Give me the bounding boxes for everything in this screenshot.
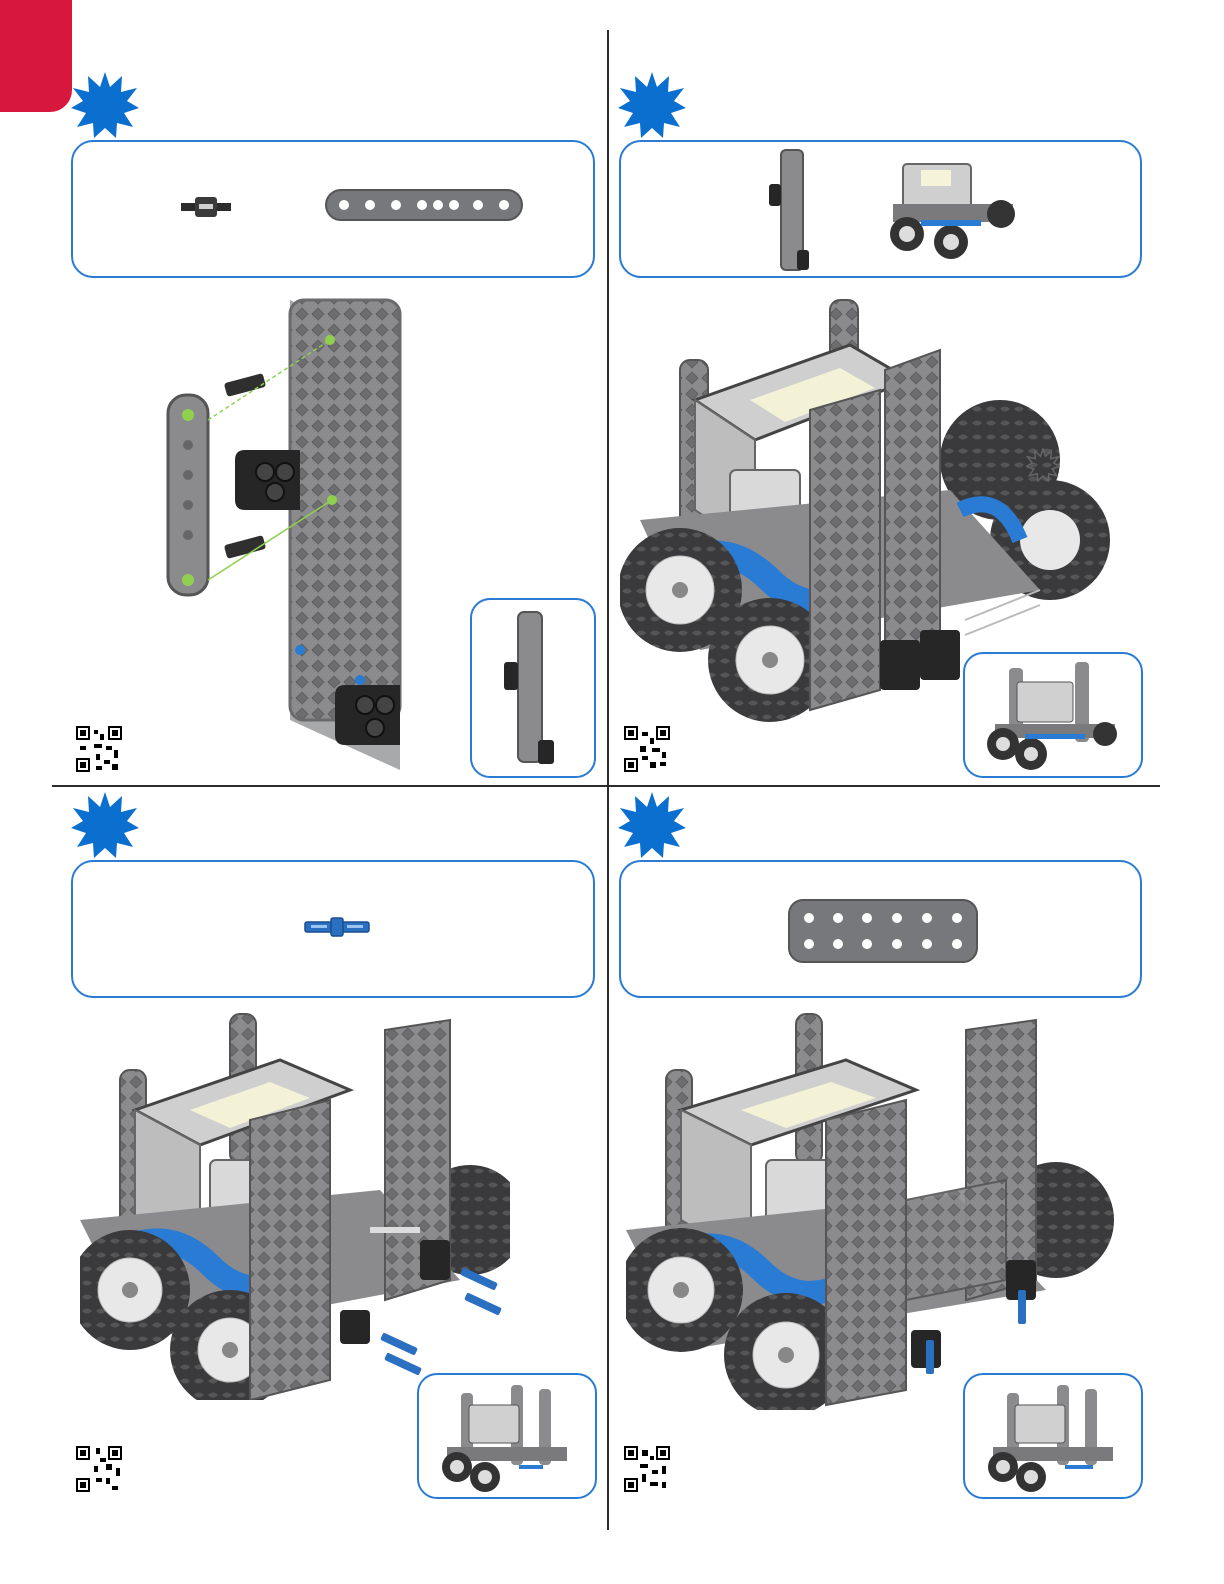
step-d-preview-box [963,1373,1143,1499]
rotate-hint-burst-icon [1026,448,1060,482]
step-a-parts-box [71,140,595,278]
step-c-parts-box [71,860,595,998]
step-d-qr-code-icon [624,1446,670,1492]
plate-assembly-icon [769,150,809,270]
connector-pin-icon [181,197,231,217]
step-c-qr-code-icon [76,1446,122,1492]
section-color-tab [0,0,72,112]
step-d-burst-icon [617,790,687,860]
step-c-main-illustration [80,1010,510,1400]
step-b-parts-box [619,140,1142,278]
step-a-preview-box [470,598,596,778]
horizontal-divider [52,785,1160,787]
step-c-burst-icon [70,790,140,860]
step-a-main-illustration [150,290,450,780]
step-d-parts-box [619,860,1142,998]
step-c-preview-box [417,1373,597,1499]
step-a-burst-icon [70,70,140,140]
step-b-qr-code-icon [624,726,670,772]
plate-2x6-icon [789,900,977,962]
step-a-qr-code-icon [76,726,122,772]
vertical-divider [607,30,609,1530]
step-d-main-illustration [626,1010,1116,1410]
step-b-preview-box [963,652,1143,778]
step-b-burst-icon [617,70,687,140]
robot-base-icon [890,164,1015,259]
blue-pin-icon [305,918,369,936]
beam-1x8-icon [326,190,522,220]
